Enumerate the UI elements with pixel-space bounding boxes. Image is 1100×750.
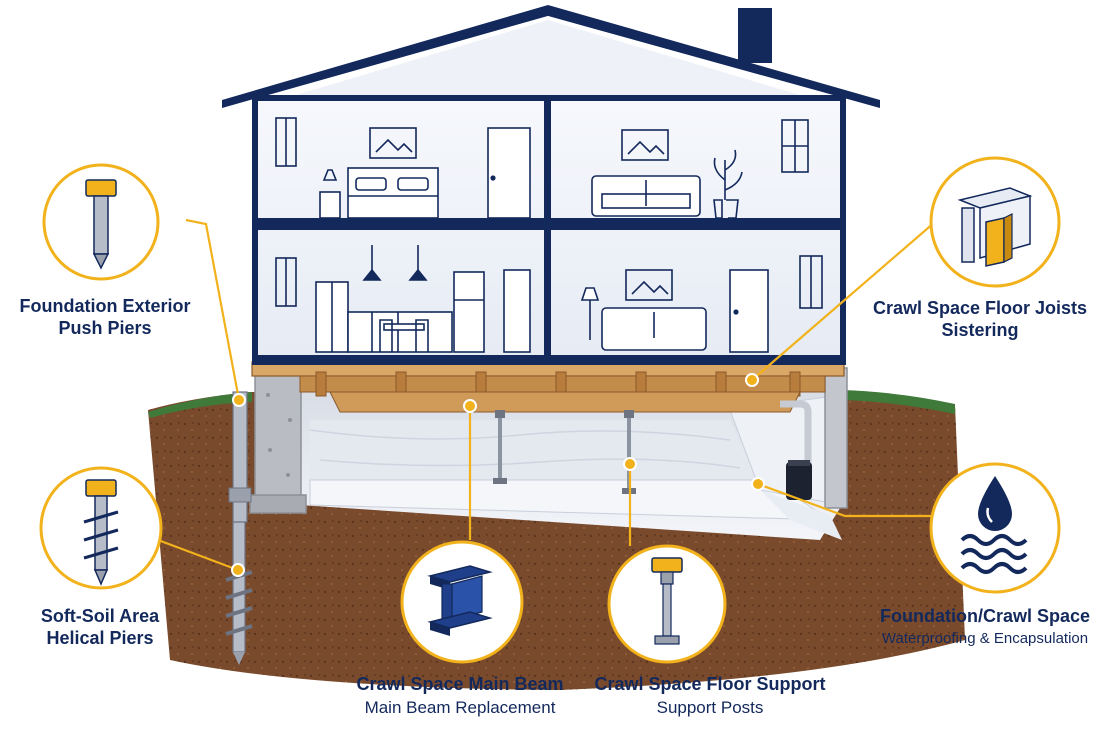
- helical-piers-subtitle: Helical Piers: [46, 627, 154, 648]
- support-posts-subtitle: Support Posts: [656, 697, 764, 717]
- main-beam-subtitle: Main Beam Replacement: [364, 697, 556, 717]
- main-beam-title: Crawl Space Main Beam: [356, 674, 564, 694]
- living-room-lower: [580, 255, 823, 353]
- leader-lines: [157, 218, 936, 572]
- push-piers-label: Foundation Exterior Push Piers: [10, 296, 200, 339]
- waterproofing-subtitle: Waterproofing & Encapsulation: [881, 629, 1089, 647]
- water-drop-waves-icon: [960, 476, 1028, 574]
- foundation-wall-left: [249, 367, 307, 514]
- helical-piers-label: Soft-Soil Area Helical Piers: [0, 606, 200, 649]
- joists-callout: [929, 156, 1061, 288]
- push-pier-callout: [42, 163, 160, 281]
- living-room-upper: [591, 119, 809, 219]
- joists-title: Crawl Space Floor Joists: [872, 298, 1088, 318]
- sump-pump: [780, 400, 812, 500]
- support-post-left: [493, 410, 507, 484]
- waterproofing-callout: [929, 462, 1061, 594]
- crawl-space: [300, 392, 843, 540]
- main-beam-label: Crawl Space Main Beam Main Beam Replacem…: [340, 674, 580, 718]
- joist-sistering-icon: [957, 187, 1033, 267]
- steel-i-beam-icon: [427, 565, 493, 636]
- floor-framing: [251, 361, 845, 413]
- push-piers-subtitle: Push Piers: [58, 317, 152, 338]
- support-posts-title: Crawl Space Floor Support: [594, 674, 826, 694]
- foundation-wall-right: [824, 367, 848, 509]
- waterproofing-label: Foundation/Crawl Space Waterproofing & E…: [870, 606, 1100, 648]
- support-posts-label: Crawl Space Floor Support Support Posts: [580, 674, 840, 718]
- joists-subtitle: Sistering: [941, 319, 1019, 340]
- helical-pier-callout: [39, 466, 163, 590]
- bedroom: [275, 117, 531, 219]
- helical-piers-title: Soft-Soil Area: [40, 606, 160, 626]
- helical-pier-icon: [83, 479, 119, 586]
- push-piers-title: Foundation Exterior: [19, 296, 191, 316]
- waterproofing-title: Foundation/Crawl Space: [879, 606, 1091, 626]
- support-posts-callout: [607, 544, 727, 664]
- kitchen: [275, 245, 531, 353]
- leader-dots: [231, 373, 765, 577]
- main-beam-callout: [400, 540, 524, 664]
- push-pier-icon: [85, 179, 117, 270]
- joists-label: Crawl Space Floor Joists Sistering: [860, 298, 1100, 341]
- support-post-icon: [651, 557, 683, 645]
